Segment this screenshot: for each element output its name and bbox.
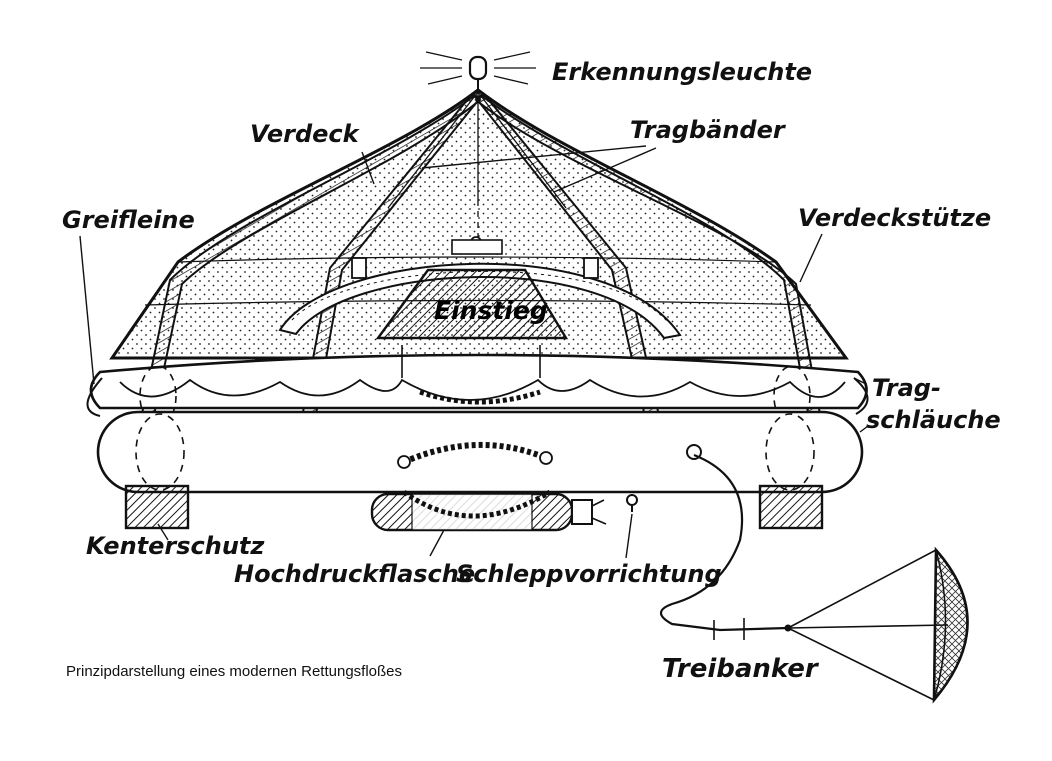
label-kenterschutz: Kenterschutz [86,534,264,558]
high-pressure-bottle [372,492,606,530]
label-hochdruckflasche: Hochdruckflasche [234,562,475,586]
diagram-caption: Prinzipdarstellung eines modernen Rettun… [66,664,402,679]
label-trag-line2: schläuche [866,408,1001,432]
label-schleppvorrichtung: Schleppvorrichtung [456,562,722,586]
recognition-light [420,52,536,92]
label-erkennungsleuchte: Erkennungsleuchte [552,60,812,84]
label-verdeck: Verdeck [250,122,359,146]
towing-device [627,495,637,512]
label-einstieg: Einstieg [434,298,548,323]
lower-tube [98,412,862,492]
label-tragbaender: Tragbänder [630,118,785,142]
label-trag-line1: Trag- [872,376,941,400]
label-treibanker: Treibanker [662,656,818,682]
label-greifleine: Greifleine [62,208,195,232]
label-verdeckstuetze: Verdeckstütze [798,206,991,230]
